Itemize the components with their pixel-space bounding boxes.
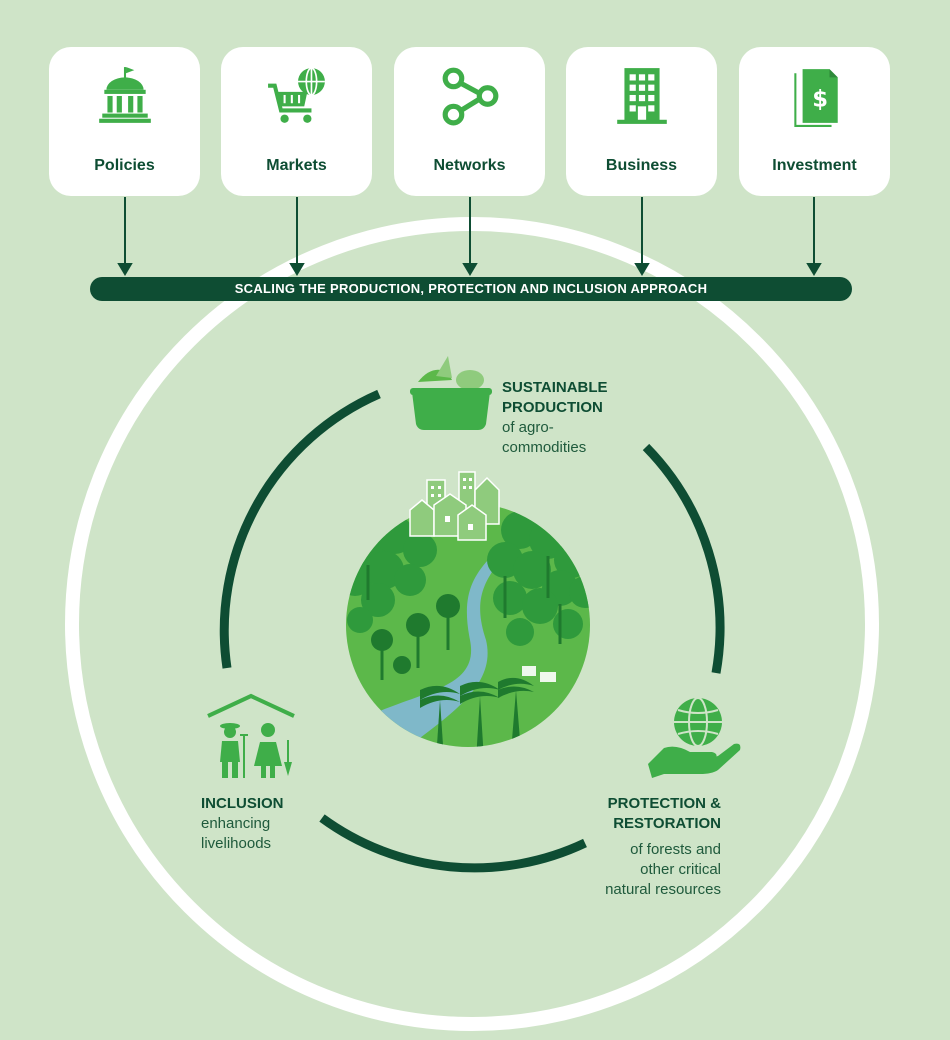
arrow-markets bbox=[289, 197, 305, 276]
svg-text:$: $ bbox=[812, 86, 828, 112]
production-title-line-2: PRODUCTION bbox=[502, 399, 603, 416]
protection-subtitle-line-3: natural resources bbox=[605, 881, 721, 898]
arrow-policies bbox=[117, 197, 133, 276]
protection-title-line-2: RESTORATION bbox=[613, 815, 721, 832]
card-policies: Policies bbox=[49, 47, 200, 196]
production-subtitle-line-2: commodities bbox=[502, 439, 587, 456]
network-nodes-icon bbox=[442, 67, 499, 126]
farmers-shelter-icon bbox=[207, 693, 295, 778]
arrow-investment bbox=[806, 197, 822, 276]
cycle-arc-left bbox=[219, 389, 381, 669]
office-building-icon bbox=[617, 68, 667, 124]
cycle-arc-right bbox=[642, 443, 725, 674]
produce-basket-icon bbox=[410, 356, 492, 430]
building-windows bbox=[431, 478, 473, 530]
card-label: Business bbox=[605, 157, 678, 174]
scaling-approach-banner: SCALING THE PRODUCTION, PROTECTION AND I… bbox=[90, 277, 852, 301]
inclusion-title: INCLUSION bbox=[201, 795, 284, 812]
landscape-globe-icon bbox=[346, 471, 590, 747]
card-label: Networks bbox=[433, 157, 506, 174]
production-subtitle-line-1: of agro- bbox=[502, 419, 554, 436]
connector-arrows bbox=[117, 197, 822, 276]
dollar-document-icon: $ bbox=[794, 69, 838, 127]
card-label: Markets bbox=[266, 157, 327, 174]
arrow-business bbox=[634, 197, 650, 276]
protection-restoration-text: PROTECTION & RESTORATION of forests and … bbox=[605, 794, 721, 900]
inclusion-text: INCLUSION enhancing livelihoods bbox=[201, 794, 284, 854]
card-networks: Networks bbox=[394, 47, 545, 196]
outer-white-ring bbox=[65, 217, 879, 1031]
village-buildings bbox=[409, 471, 500, 541]
card-business: Business bbox=[566, 47, 717, 196]
cycle-arc-bottom bbox=[319, 814, 587, 873]
protection-subtitle-line-1: of forests and bbox=[630, 841, 721, 858]
production-title-line-1: SUSTAINABLE bbox=[502, 379, 608, 396]
hand-globe-icon bbox=[648, 697, 741, 778]
card-label: Investment bbox=[772, 157, 857, 174]
inclusion-subtitle-line-1: enhancing bbox=[201, 815, 271, 832]
protection-subtitle-line-2: other critical bbox=[640, 861, 721, 878]
card-label: Policies bbox=[94, 157, 155, 174]
arrow-networks bbox=[462, 197, 478, 276]
card-markets: Markets bbox=[221, 47, 372, 196]
protection-title-line-1: PROTECTION & bbox=[607, 795, 721, 812]
palm-trees bbox=[420, 677, 534, 747]
card-investment: $ Investment bbox=[739, 47, 890, 196]
inclusion-subtitle-line-2: livelihoods bbox=[201, 835, 272, 852]
sustainable-production-text: SUSTAINABLE PRODUCTION of agro- commodit… bbox=[502, 378, 608, 458]
cycle-arcs bbox=[219, 389, 725, 873]
small-houses bbox=[522, 666, 556, 682]
shopping-cart-globe-icon bbox=[268, 67, 325, 123]
government-building-icon bbox=[99, 67, 151, 123]
